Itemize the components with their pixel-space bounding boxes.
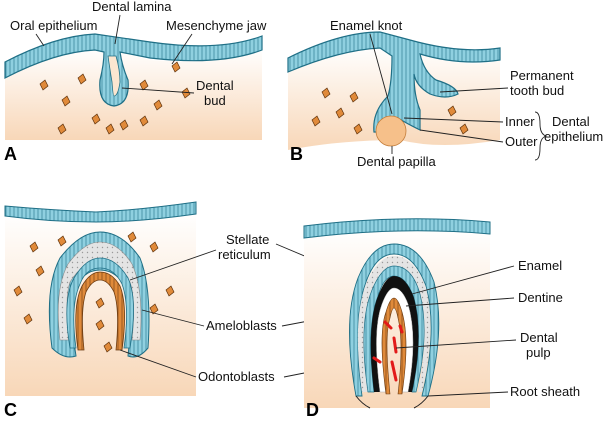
mesenchyme-d bbox=[304, 227, 490, 408]
mesenchyme-cells-c bbox=[13, 231, 175, 353]
label-odontoblasts: Odontoblasts bbox=[198, 369, 275, 384]
ameloblasts-c bbox=[66, 257, 134, 349]
odontoblasts-d bbox=[381, 297, 407, 395]
leader-permanent-bud bbox=[439, 87, 509, 93]
panel-a: Oral epithelium Dental lamina Mesenchyme… bbox=[4, 0, 267, 164]
leader-ameloblasts-left bbox=[141, 309, 205, 327]
leader-dental-lamina bbox=[114, 14, 121, 45]
panel-label-a: A bbox=[4, 144, 17, 164]
leader-enamel bbox=[411, 265, 515, 295]
ameloblasts-d bbox=[363, 265, 425, 393]
oral-epithelium-b bbox=[287, 31, 501, 133]
mesenchyme-a bbox=[5, 48, 262, 140]
oral-epithelium-c bbox=[4, 201, 197, 223]
stellate-reticulum-d bbox=[357, 256, 431, 392]
leader-dental-bud bbox=[121, 87, 195, 94]
leader-inner bbox=[403, 117, 504, 123]
oral-epithelium-a bbox=[4, 33, 263, 107]
leader-mesenchyme bbox=[171, 33, 193, 65]
label-dental-lamina: Dental lamina bbox=[92, 0, 172, 14]
dental-bud-core bbox=[107, 55, 121, 97]
label-dental-papilla: Dental papilla bbox=[357, 154, 437, 169]
label-root-sheath: Root sheath bbox=[510, 384, 580, 399]
leader-oral-epithelium bbox=[35, 33, 45, 47]
leader-stellate-left bbox=[129, 249, 217, 281]
label-outer: Outer bbox=[505, 134, 538, 149]
panel-label-c: C bbox=[4, 400, 17, 420]
dental-pulp-vessels bbox=[372, 320, 404, 382]
dental-papilla-shape bbox=[375, 115, 407, 147]
outer-enamel-epithelium-d bbox=[349, 243, 440, 397]
leader-dental-pulp bbox=[395, 339, 517, 349]
leader-dentine bbox=[405, 297, 515, 307]
brace-dental-epithelium bbox=[534, 111, 548, 161]
label-ameloblasts: Ameloblasts bbox=[206, 318, 277, 333]
mesenchyme-cells-a bbox=[39, 61, 191, 135]
odontoblasts-c bbox=[75, 271, 125, 351]
mesenchyme-cells-b bbox=[311, 87, 469, 135]
leader-root-sheath bbox=[427, 391, 509, 397]
label-inner: Inner bbox=[505, 114, 535, 129]
label-enamel-knot: Enamel knot bbox=[330, 18, 403, 33]
stellate-reticulum-c bbox=[57, 241, 142, 341]
panel-c: C bbox=[4, 201, 197, 420]
leader-odontoblasts-left bbox=[119, 349, 197, 378]
leader-enamel-knot bbox=[369, 33, 393, 115]
root-sheath-d bbox=[355, 395, 429, 409]
label-oral-epithelium: Oral epithelium bbox=[10, 18, 97, 33]
label-mesenchyme-jaw: Mesenchyme jaw bbox=[166, 18, 267, 33]
leader-outer bbox=[419, 129, 504, 143]
label-dentine: Dentine bbox=[518, 290, 563, 305]
oral-epithelium-d bbox=[303, 218, 491, 239]
panel-label-d: D bbox=[306, 400, 319, 420]
panel-label-b: B bbox=[290, 144, 303, 164]
enamel-layer-d bbox=[370, 276, 419, 392]
label-enamel: Enamel bbox=[518, 258, 562, 273]
